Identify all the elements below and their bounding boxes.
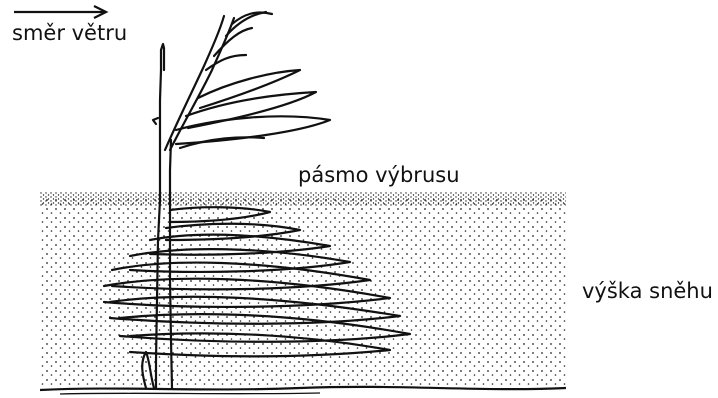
snow-surface-band [40,192,566,206]
ground-line [40,387,566,394]
abrasion-zone-label: pásmo výbrusu [298,163,460,187]
snow-height-label: výška sněhu [582,279,713,303]
leaning-stem [170,18,234,150]
wind-arrow [14,6,106,18]
snow-body [40,196,566,388]
wind-direction-label: směr větru [12,21,127,45]
dead-top [161,44,164,70]
snow-cover [40,192,566,388]
